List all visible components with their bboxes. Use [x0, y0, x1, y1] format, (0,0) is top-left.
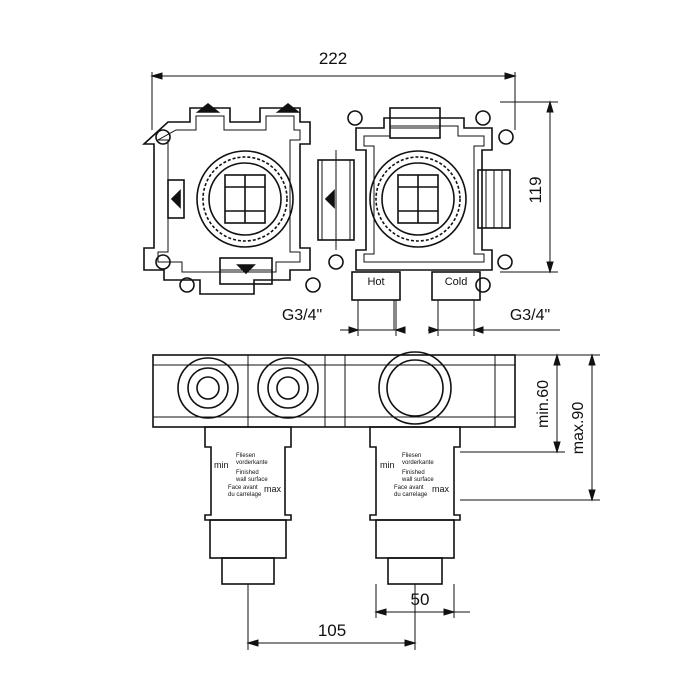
note-line4: wall surface — [401, 477, 434, 483]
mount-hole — [498, 129, 514, 145]
height-dimension — [500, 100, 558, 274]
width-dimension — [150, 72, 517, 130]
note-line2: vorderkante — [236, 460, 268, 466]
left-body-frame — [141, 107, 311, 295]
arrow-up-icon — [275, 102, 301, 113]
arrow-up-icon — [195, 102, 221, 113]
left-cartridge — [196, 150, 294, 248]
right-cartridge — [369, 150, 467, 248]
note-line1: Fliesen — [402, 453, 421, 459]
left-sleeve — [204, 426, 292, 585]
mount-hole — [155, 254, 171, 270]
side-port-right — [378, 351, 452, 425]
note-max: max — [432, 484, 450, 494]
note-line6: du carrelage — [228, 492, 262, 498]
cold-label: Cold — [445, 276, 468, 288]
note-line2: vorderkante — [402, 460, 434, 466]
note-line6: du carrelage — [394, 492, 428, 498]
height-label: 119 — [526, 176, 545, 203]
inlet-left-label: G3/4" — [282, 307, 322, 324]
mount-hole — [475, 277, 491, 293]
note-min: min — [214, 460, 229, 470]
min-depth-label: min.60 — [535, 380, 552, 428]
mount-hole — [497, 254, 513, 270]
bottom-port — [219, 257, 273, 285]
inlet-right-label: G3/4" — [510, 307, 550, 324]
center-distance-dimension — [246, 584, 417, 650]
left-port — [167, 179, 185, 219]
finish-note-left: min Fliesen vorderkante Finished wall su… — [214, 453, 282, 498]
side-body — [152, 354, 516, 428]
note-line3: Finished — [236, 470, 259, 476]
mount-hole — [475, 110, 491, 126]
note-line5: Face avant — [394, 485, 424, 491]
note-line5: Face avant — [228, 485, 258, 491]
middle-connector — [317, 150, 355, 250]
hot-label: Hot — [367, 276, 384, 288]
mount-hole — [305, 277, 321, 293]
max-depth-label: max.90 — [570, 402, 587, 455]
arrow-left-icon — [170, 189, 181, 209]
inlet-thread-dimension-left — [340, 300, 406, 336]
mount-hole — [179, 277, 195, 293]
spacing-dimension — [374, 584, 470, 618]
finish-note-right: min Fliesen vorderkante Finished wall su… — [380, 453, 450, 498]
note-max: max — [264, 484, 282, 494]
side-view — [152, 351, 516, 585]
spacing-label: 50 — [411, 590, 430, 609]
max-depth-dimension — [460, 353, 600, 502]
center-distance-label: 105 — [318, 621, 346, 640]
side-port-left — [177, 357, 239, 419]
arrow-down-icon — [236, 264, 256, 275]
inlet-thread-dimension-right — [428, 300, 560, 336]
top-view: 222 119 — [141, 49, 558, 331]
right-sleeve — [369, 426, 461, 585]
mount-hole — [347, 110, 363, 126]
note-line1: Fliesen — [236, 453, 255, 459]
note-min: min — [380, 460, 395, 470]
width-label: 222 — [319, 49, 347, 68]
mount-hole — [155, 129, 171, 145]
side-port-middle — [257, 357, 319, 419]
mount-hole — [328, 254, 344, 270]
top-valve-nut — [389, 107, 441, 139]
note-line3: Finished — [402, 470, 425, 476]
note-line4: wall surface — [235, 477, 268, 483]
